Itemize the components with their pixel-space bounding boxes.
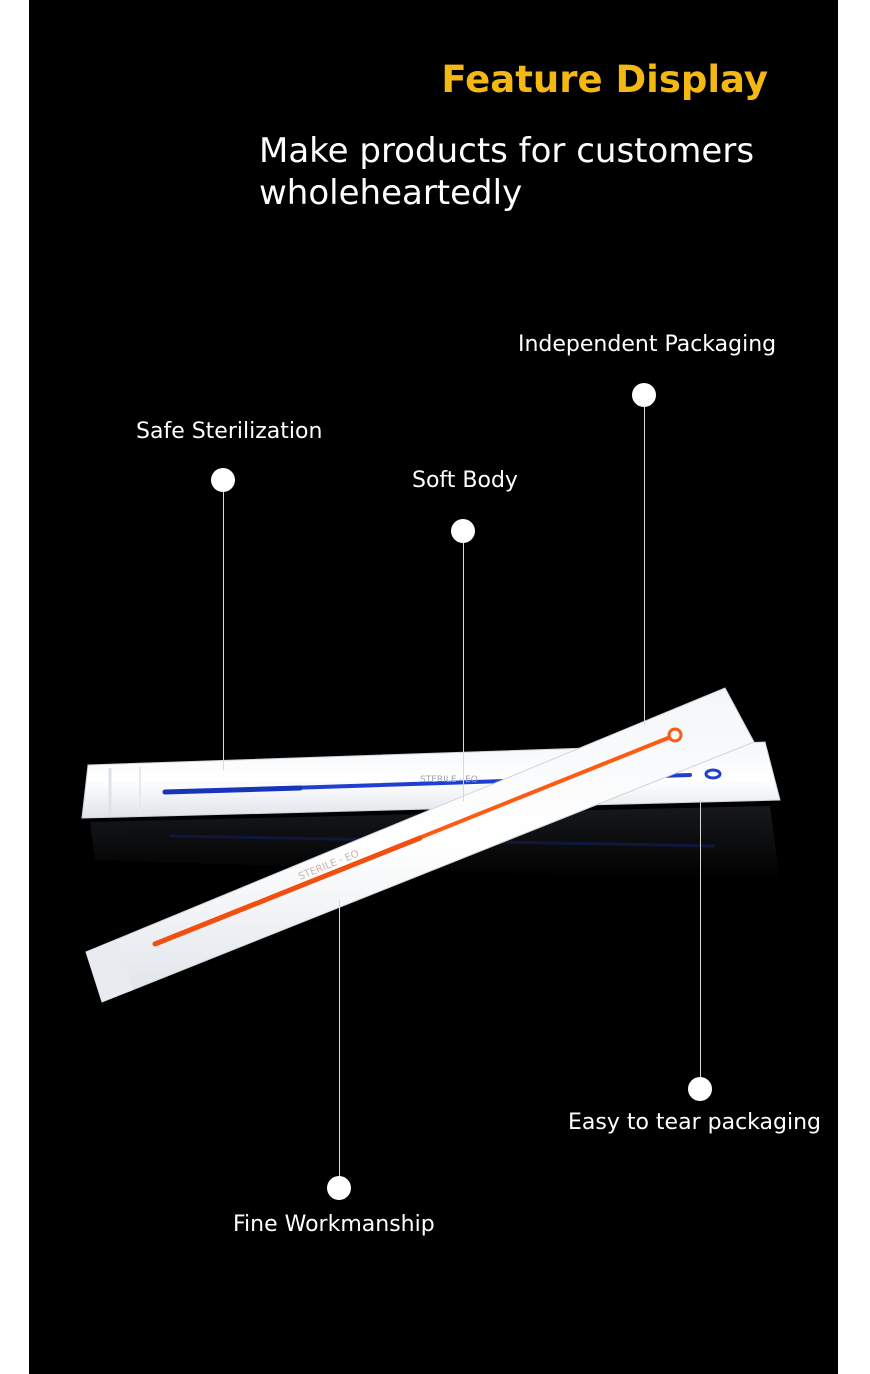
independent-packaging-leader: [644, 395, 645, 725]
safe-sterilization-leader: [223, 480, 224, 770]
soft-body-leader: [463, 531, 464, 801]
safe-sterilization-dot: [211, 468, 235, 492]
fine-workmanship-leader: [339, 900, 340, 1188]
safe-sterilization-label: Safe Sterilization: [136, 419, 323, 444]
feature-display-title: Feature Display: [441, 58, 768, 101]
independent-packaging-label: Independent Packaging: [518, 332, 777, 357]
fine-workmanship-label: Fine Workmanship: [233, 1212, 435, 1237]
easy-to-tear-dot: [688, 1077, 712, 1101]
black-background-panel: [29, 0, 838, 1374]
svg-text:STERILE · EO: STERILE · EO: [420, 775, 478, 785]
easy-to-tear-leader: [700, 800, 701, 1090]
soft-body-label: Soft Body: [412, 468, 518, 493]
fine-workmanship-dot: [327, 1176, 351, 1200]
easy-to-tear-label: Easy to tear packaging: [568, 1110, 821, 1135]
soft-body-dot: [451, 519, 475, 543]
tagline: Make products for customers wholehearted…: [259, 131, 755, 213]
independent-packaging-dot: [632, 383, 656, 407]
